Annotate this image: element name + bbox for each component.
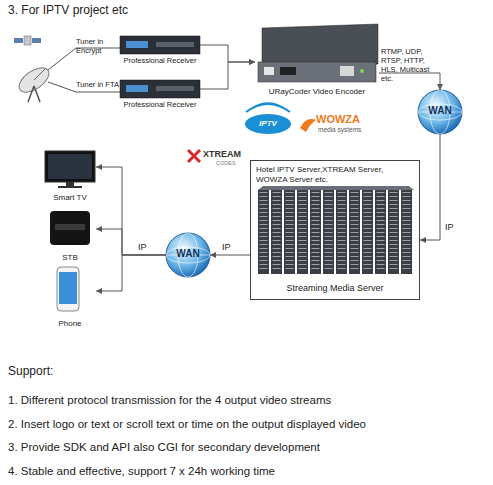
node-label: WAN bbox=[166, 248, 210, 259]
node-label: Professional Receiver bbox=[116, 100, 204, 109]
server-racks bbox=[258, 190, 414, 274]
logo-text: CODES bbox=[216, 160, 236, 166]
node-label: STB bbox=[40, 253, 100, 262]
globe-parallel bbox=[166, 247, 210, 263]
globe-sphere bbox=[418, 90, 462, 134]
flow-arrow bbox=[420, 134, 440, 240]
encoder-port bbox=[340, 66, 354, 76]
satellite-body bbox=[24, 36, 31, 45]
receiver-device bbox=[120, 36, 200, 54]
feature-item: 1. Different protocol transmission for t… bbox=[8, 394, 488, 406]
receiver-device: Professional Receiver bbox=[120, 80, 200, 112]
client-device: Smart TV bbox=[40, 148, 100, 202]
wowza-logo-swoosh bbox=[300, 119, 316, 132]
dish-icon bbox=[15, 63, 53, 102]
feature-item: 4. Stable and effective, support 7 x 24h… bbox=[8, 465, 488, 477]
dish-stand bbox=[34, 86, 40, 102]
receiver-buttons bbox=[156, 42, 194, 47]
receiver-buttons bbox=[156, 86, 194, 91]
client-device: Phone bbox=[40, 264, 100, 328]
globe-icon bbox=[166, 233, 210, 277]
encoder-front bbox=[258, 62, 376, 82]
encoder-led bbox=[360, 69, 364, 73]
tv-screen bbox=[45, 151, 95, 182]
section-heading: Support: bbox=[8, 364, 53, 378]
iptv-logo-badge bbox=[245, 114, 291, 134]
streaming-server-box: Hotel IPTV Server,XTREAM Server, WOWZA S… bbox=[250, 160, 420, 300]
satellite-icon bbox=[14, 36, 41, 45]
wan-globe: WAN bbox=[418, 90, 462, 134]
solar-panel bbox=[14, 38, 23, 43]
logo-text: media systems bbox=[318, 126, 361, 133]
edge-label: RTMP, UDP, RTSP, HTTP, HLS, Multicast et… bbox=[381, 47, 443, 83]
receiver-device: Professional Receiver bbox=[120, 36, 200, 68]
dish-reflector bbox=[15, 63, 53, 97]
node-label: Hotel IPTV Server,XTREAM Server, WOWZA S… bbox=[254, 164, 414, 186]
iptv-logo-arc bbox=[246, 104, 290, 112]
receiver-device bbox=[120, 80, 200, 98]
encoder-port bbox=[264, 67, 274, 75]
flow-arrow bbox=[96, 167, 166, 255]
flow-arrow bbox=[200, 62, 255, 89]
encoder-port bbox=[280, 67, 296, 75]
phone-screen bbox=[59, 272, 77, 304]
node-label: Phone bbox=[40, 319, 100, 328]
node-label: WAN bbox=[418, 105, 462, 116]
phone-body bbox=[57, 267, 79, 311]
stb-logo bbox=[55, 224, 85, 230]
globe-icon bbox=[418, 90, 462, 134]
client-device: STB bbox=[40, 208, 100, 262]
wan-globe: WAN bbox=[166, 233, 210, 277]
xtream-logo-mark bbox=[188, 150, 200, 162]
iptv-logo-arc bbox=[252, 103, 284, 108]
feature-item: 3. Provide SDK and API also CGI for seco… bbox=[8, 441, 488, 453]
feature-item: 2. Insert logo or text or scroll text or… bbox=[8, 418, 488, 430]
diagram-title: 3. For IPTV project etc bbox=[8, 3, 128, 17]
dish-feed-arm bbox=[34, 68, 46, 80]
flow-arrow bbox=[96, 255, 166, 291]
solar-panel bbox=[32, 38, 41, 43]
flow-arrow bbox=[200, 45, 255, 62]
edge-label: IP bbox=[138, 242, 147, 252]
node-label: Professional Receiver bbox=[116, 56, 204, 65]
wire-label: Tuner in Encrypt bbox=[76, 37, 120, 55]
tv-stand bbox=[66, 182, 74, 186]
dish-stand bbox=[28, 86, 34, 102]
node-label: Smart TV bbox=[40, 193, 100, 202]
logo-text: XTREAM bbox=[203, 149, 241, 159]
logo-text: IPTV bbox=[254, 119, 282, 128]
globe-parallel bbox=[418, 104, 462, 120]
tv-display bbox=[48, 154, 92, 179]
receiver-display bbox=[126, 85, 148, 92]
encoder-device: URayCoder Video Encoder bbox=[255, 24, 379, 96]
stb-box bbox=[50, 211, 90, 245]
receiver-display bbox=[126, 41, 148, 48]
globe-sphere bbox=[166, 233, 210, 277]
node-label: URayCoder Video Encoder bbox=[255, 87, 379, 96]
edge-label: IP bbox=[222, 242, 231, 252]
logo-text: WOWZA bbox=[316, 113, 360, 125]
node-sublabel: Streaming Media Server bbox=[251, 283, 419, 293]
flow-arrow bbox=[210, 255, 250, 256]
edge-label: IP bbox=[445, 222, 454, 232]
tv-stand bbox=[58, 186, 82, 188]
wire-label: Tuner in FTA bbox=[76, 80, 120, 89]
flow-arrow bbox=[96, 229, 166, 255]
